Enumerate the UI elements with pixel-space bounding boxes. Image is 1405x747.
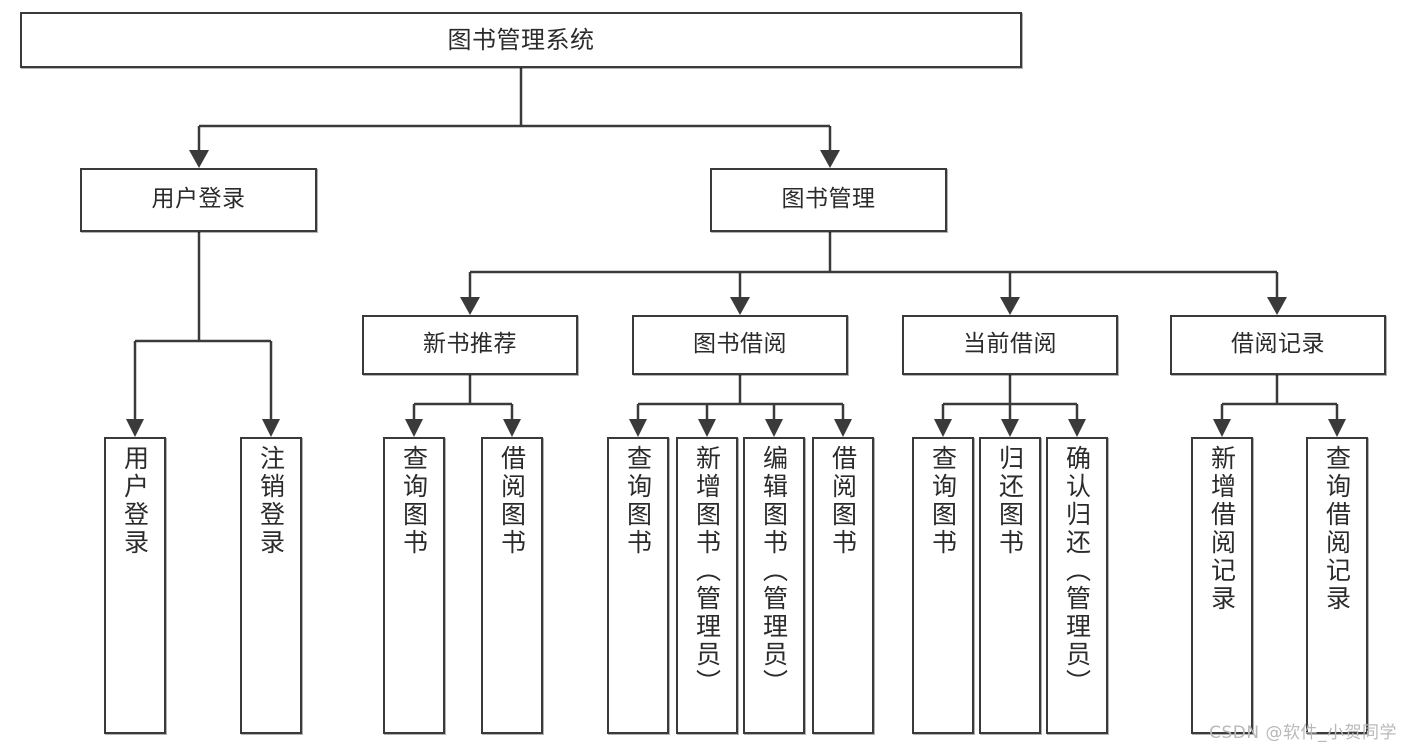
node-label: 新书推荐 [423, 331, 517, 358]
node-label: 编辑图书（管理员） [759, 445, 789, 697]
arrowhead-cb-2 [1001, 419, 1019, 437]
arrowhead-cb-3 [1068, 419, 1086, 437]
leaf-book-borrow-add-book-admin[interactable]: 新增图书（管理员） [676, 437, 738, 734]
leaf-current-borrow-confirm-return-admin[interactable]: 确认归还（管理员） [1046, 437, 1108, 734]
arrowhead-book-manage [820, 150, 840, 168]
node-user-login[interactable]: 用户登录 [80, 168, 317, 232]
arrowhead-l3-4 [1267, 297, 1287, 315]
node-label: 归还图书 [995, 445, 1025, 557]
node-root-book-management-system[interactable]: 图书管理系统 [20, 12, 1022, 68]
node-label: 新增借阅记录 [1207, 445, 1237, 613]
leaf-book-borrow-query-book[interactable]: 查询图书 [607, 437, 669, 734]
node-label: 图书管理系统 [447, 25, 595, 54]
node-label: 借阅图书 [828, 445, 858, 557]
arrowhead-l3-1 [460, 297, 480, 315]
arrowhead-bb-4 [834, 419, 852, 437]
leaf-borrow-record-query-record[interactable]: 查询借阅记录 [1306, 437, 1368, 734]
node-borrow-record[interactable]: 借阅记录 [1170, 315, 1386, 375]
leaf-book-borrow-borrow-book[interactable]: 借阅图书 [812, 437, 874, 734]
node-label: 借阅图书 [497, 445, 527, 557]
node-label: 用户登录 [151, 186, 246, 213]
leaf-new-book-borrow-book[interactable]: 借阅图书 [481, 437, 543, 734]
arrowhead-bb-2 [698, 419, 716, 437]
node-label: 当前借阅 [963, 331, 1057, 358]
arrowhead-bb-3 [765, 419, 783, 437]
arrowhead-nbr-1 [405, 419, 423, 437]
arrowhead-br-2 [1328, 419, 1346, 437]
arrowhead-l3-2 [730, 297, 750, 315]
node-label: 注销登录 [256, 445, 286, 557]
leaf-current-borrow-return-book[interactable]: 归还图书 [979, 437, 1041, 734]
node-label: 查询图书 [928, 445, 958, 557]
leaf-new-book-query-book[interactable]: 查询图书 [383, 437, 445, 734]
node-label: 查询借阅记录 [1322, 445, 1352, 613]
leaf-book-borrow-edit-book-admin[interactable]: 编辑图书（管理员） [743, 437, 805, 734]
arrowhead-cb-1 [934, 419, 952, 437]
node-book-borrow[interactable]: 图书借阅 [632, 315, 848, 375]
arrowhead-br-1 [1213, 419, 1231, 437]
arrowhead-nbr-2 [503, 419, 521, 437]
arrowhead-ul-2 [262, 419, 280, 437]
leaf-user-login-logout[interactable]: 注销登录 [240, 437, 302, 734]
node-label: 用户登录 [120, 445, 150, 557]
arrowhead-ul-1 [126, 419, 144, 437]
node-current-borrow[interactable]: 当前借阅 [902, 315, 1118, 375]
node-new-book-recommend[interactable]: 新书推荐 [362, 315, 578, 375]
leaf-borrow-record-add-record[interactable]: 新增借阅记录 [1191, 437, 1253, 734]
node-label: 查询图书 [623, 445, 653, 557]
arrowhead-bb-1 [629, 419, 647, 437]
node-label: 新增图书（管理员） [692, 445, 722, 697]
node-label: 确认归还（管理员） [1062, 445, 1092, 697]
node-book-management[interactable]: 图书管理 [710, 168, 947, 232]
node-label: 查询图书 [399, 445, 429, 557]
node-label: 图书管理 [781, 186, 876, 213]
node-label: 借阅记录 [1231, 331, 1325, 358]
arrowhead-l3-3 [1000, 297, 1020, 315]
leaf-current-borrow-query-book[interactable]: 查询图书 [912, 437, 974, 734]
leaf-user-login-login[interactable]: 用户登录 [104, 437, 166, 734]
watermark-text: CSDN @软件_小贺同学 [1209, 723, 1397, 743]
node-label: 图书借阅 [693, 331, 787, 358]
arrowhead-user-login [189, 150, 209, 168]
